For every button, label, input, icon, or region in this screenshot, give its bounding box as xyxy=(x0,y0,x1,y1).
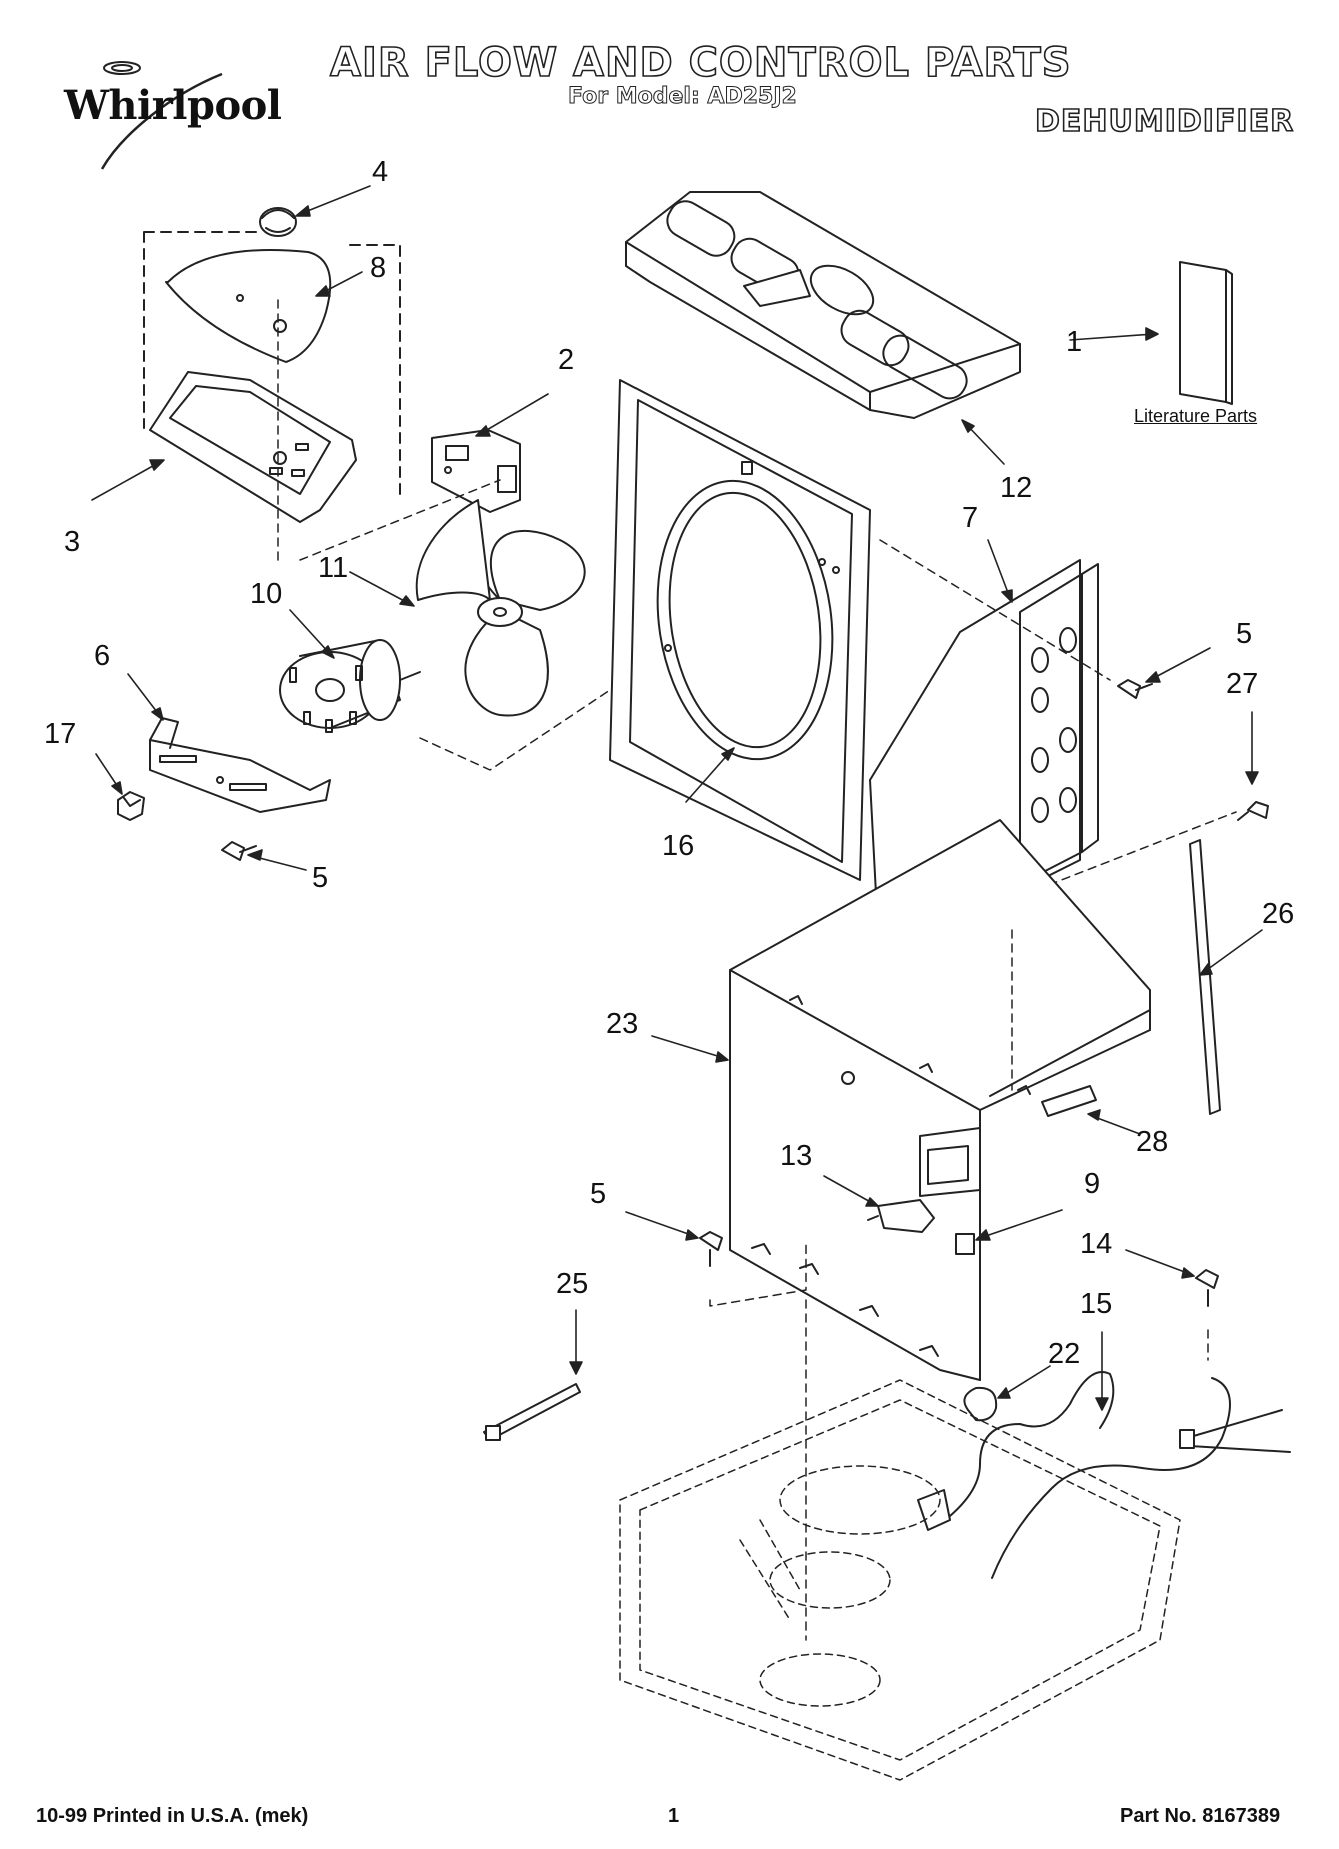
part-drain-strip xyxy=(1189,839,1221,1115)
part-number: Part No. 8167389 xyxy=(1120,1805,1281,1827)
part-screw-left xyxy=(221,841,257,861)
part-motor xyxy=(279,639,421,733)
callout-3: 3 xyxy=(64,526,81,558)
callout-11: 11 xyxy=(318,552,349,584)
model-line: For Model: AD25J2 xyxy=(568,84,798,110)
print-info: 10-99 Printed in U.S.A. (mek) xyxy=(36,1805,309,1827)
part-cabinet xyxy=(729,819,1151,1381)
part-shroud xyxy=(609,379,871,881)
callout-7: 7 xyxy=(962,502,979,534)
part-knob xyxy=(259,207,297,237)
part-control-housing xyxy=(149,371,357,523)
literature-parts-label: Literature Parts xyxy=(1134,406,1258,426)
product-type: DEHUMIDIFIER xyxy=(1034,103,1295,140)
part-thermostat xyxy=(867,1199,935,1233)
callout-12: 12 xyxy=(1000,472,1033,504)
whirlpool-logo xyxy=(52,54,282,179)
part-ground-screw xyxy=(1195,1269,1219,1307)
callout-23: 23 xyxy=(606,1008,639,1040)
part-literature xyxy=(1179,261,1233,405)
callout-25: 25 xyxy=(556,1268,589,1300)
part-switch xyxy=(431,429,521,513)
callout-5-bottom: 5 xyxy=(590,1178,607,1210)
callout-6: 6 xyxy=(94,640,111,672)
callout-22: 22 xyxy=(1048,1338,1081,1370)
callout-17: 17 xyxy=(44,718,77,750)
callout-10: 10 xyxy=(250,578,283,610)
callout-9: 9 xyxy=(1084,1168,1101,1200)
part-fan-blade xyxy=(415,499,586,717)
brand-name: Whirlpool xyxy=(64,82,282,129)
part-nut xyxy=(117,791,145,821)
part-power-cord xyxy=(917,1371,1291,1579)
callout-5-right: 5 xyxy=(1236,618,1253,650)
callout-15: 15 xyxy=(1080,1288,1113,1320)
part-clip xyxy=(955,1233,975,1255)
callout-26: 26 xyxy=(1262,898,1295,930)
callout-1: 1 xyxy=(1066,326,1083,358)
part-motor-bracket xyxy=(149,717,331,813)
callout-14: 14 xyxy=(1080,1228,1113,1260)
control-group-outline xyxy=(143,231,401,501)
part-screw-right xyxy=(1117,679,1153,699)
leader-lines xyxy=(91,185,1263,1411)
part-cord-clamp xyxy=(963,1386,998,1422)
part-label xyxy=(1041,1085,1097,1117)
callout-16: 16 xyxy=(662,830,695,862)
callout-5-left: 5 xyxy=(312,862,329,894)
callout-28: 28 xyxy=(1136,1126,1169,1158)
part-top-cover xyxy=(625,191,1021,419)
callout-4: 4 xyxy=(372,156,389,188)
part-tie-strap xyxy=(483,1383,581,1441)
callout-2: 2 xyxy=(558,344,575,376)
callout-13: 13 xyxy=(780,1140,813,1172)
part-control-cover xyxy=(165,249,332,363)
part-screw-27 xyxy=(1237,801,1269,821)
callout-8: 8 xyxy=(370,252,387,284)
part-base-pan xyxy=(619,1379,1181,1781)
part-screw-bottom xyxy=(699,1231,723,1267)
page-number: 1 xyxy=(668,1805,680,1827)
page-title: AIR FLOW AND CONTROL PARTS xyxy=(329,39,1072,87)
callout-27: 27 xyxy=(1226,668,1259,700)
